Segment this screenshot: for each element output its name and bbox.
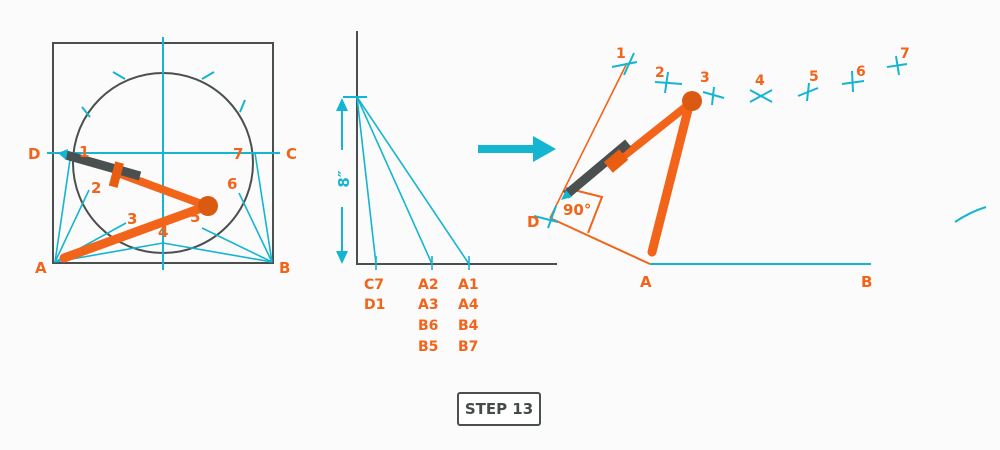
length-labels-col-1: C7 D1 bbox=[364, 277, 385, 313]
true-length-lines bbox=[356, 96, 470, 270]
arc-label-5: 5 bbox=[809, 69, 819, 85]
corner-label-b: B bbox=[279, 259, 290, 277]
dimension-arrow bbox=[336, 98, 348, 264]
right-angle-marker bbox=[565, 187, 604, 234]
pencil-body bbox=[64, 150, 142, 181]
length-label: A3 bbox=[418, 297, 439, 313]
corner-label-d: D bbox=[28, 145, 40, 163]
construction-lines bbox=[54, 152, 273, 263]
left-figure bbox=[47, 37, 280, 270]
arc-label-4: 4 bbox=[755, 73, 765, 89]
perpendicular-line bbox=[549, 217, 651, 265]
pencil-tip bbox=[561, 190, 572, 200]
angle-label: 90° bbox=[563, 201, 591, 219]
point-label-1: 1 bbox=[79, 143, 89, 161]
length-label: A4 bbox=[458, 297, 479, 313]
length-label: B5 bbox=[418, 339, 438, 355]
length-label: A1 bbox=[458, 277, 479, 293]
corner-label-d-right: D bbox=[527, 213, 539, 231]
length-label: B7 bbox=[458, 339, 478, 355]
point-label-6: 6 bbox=[227, 175, 237, 193]
corner-label-a: A bbox=[35, 259, 47, 277]
length-labels-col-3: A1 A4 B4 B7 bbox=[458, 277, 479, 355]
compass-arm bbox=[612, 101, 691, 167]
pencil-clamp bbox=[603, 149, 629, 173]
dimension-label: 8″ bbox=[335, 170, 353, 187]
intersection-marks bbox=[533, 52, 908, 229]
arc-label-2: 2 bbox=[655, 65, 665, 81]
length-label: A2 bbox=[418, 277, 439, 293]
corner-label-c: C bbox=[286, 145, 297, 163]
compass-leg bbox=[647, 97, 695, 257]
arc-label-6: 6 bbox=[856, 64, 866, 80]
pencil-clamp bbox=[108, 161, 124, 188]
arc-label-3: 3 bbox=[700, 70, 710, 86]
compass-hinge bbox=[198, 196, 218, 216]
pencil-tip bbox=[58, 149, 68, 160]
compass-leg bbox=[59, 201, 212, 263]
point-label-5: 5 bbox=[190, 208, 200, 226]
point-label-3: 3 bbox=[127, 210, 137, 228]
point-label-2: 2 bbox=[91, 179, 101, 197]
step-badge: STEP 13 bbox=[457, 392, 541, 426]
edge-line-d1 bbox=[549, 62, 628, 219]
point-label-4: 4 bbox=[158, 223, 168, 241]
arrow-right-icon bbox=[478, 136, 556, 162]
right-figure bbox=[533, 52, 987, 265]
length-label: B6 bbox=[418, 318, 438, 334]
compass-hinge bbox=[682, 91, 702, 111]
circle-tick-marks bbox=[81, 71, 246, 118]
length-label: B4 bbox=[458, 318, 479, 334]
arc-label-1: 1 bbox=[616, 46, 626, 62]
length-labels-col-2: A2 A3 B6 B5 bbox=[418, 277, 439, 355]
point-label-7: 7 bbox=[233, 145, 243, 163]
arc-mark bbox=[954, 206, 987, 223]
compass-left bbox=[58, 149, 218, 263]
length-label: D1 bbox=[364, 297, 385, 313]
corner-label-a-right: A bbox=[640, 273, 652, 291]
compass-right bbox=[561, 91, 702, 257]
arc-label-7: 7 bbox=[900, 46, 910, 62]
length-label: C7 bbox=[364, 277, 384, 293]
middle-figure bbox=[336, 31, 557, 270]
corner-label-b-right: B bbox=[861, 273, 872, 291]
step-label: STEP 13 bbox=[464, 400, 534, 418]
